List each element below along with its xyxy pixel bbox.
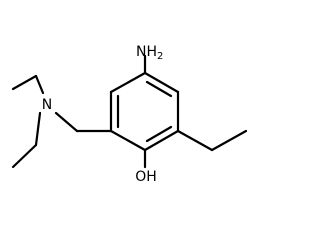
bond-ethyl-ch2-ch3: [210, 129, 248, 152]
hydroxyl-label: OH: [135, 169, 157, 185]
molecule-structure: NH2 N OH: [11, 44, 248, 185]
bond-group: [11, 54, 248, 169]
ring-double-bond-inner-1: [145, 80, 173, 98]
ring-bond-c1-c2: [143, 71, 180, 94]
ring-bond-c4-c5: [109, 129, 147, 152]
bond-methylene-to-nitrogen: [54, 111, 79, 133]
ring-bond-c6-c1: [109, 71, 147, 94]
bond-ethyl-upper-ch2-ch3: [11, 74, 38, 91]
bond-ethyl-lower-ch2-ch3: [11, 143, 38, 169]
bond-ring-to-ethyl: [176, 129, 214, 152]
atom-label-group: NH2 N OH: [42, 44, 164, 185]
nitrogen-label: N: [42, 97, 52, 113]
ring-bond-c3-c4: [143, 129, 180, 152]
bond-nitrogen-to-ethyl-lower: [34, 111, 42, 147]
bond-nitrogen-to-ethyl-upper: [34, 74, 45, 95]
amine-label: NH2: [136, 44, 163, 62]
ring-double-bond-inner-2: [145, 125, 173, 143]
structure-canvas: NH2 N OH: [11, 44, 248, 185]
